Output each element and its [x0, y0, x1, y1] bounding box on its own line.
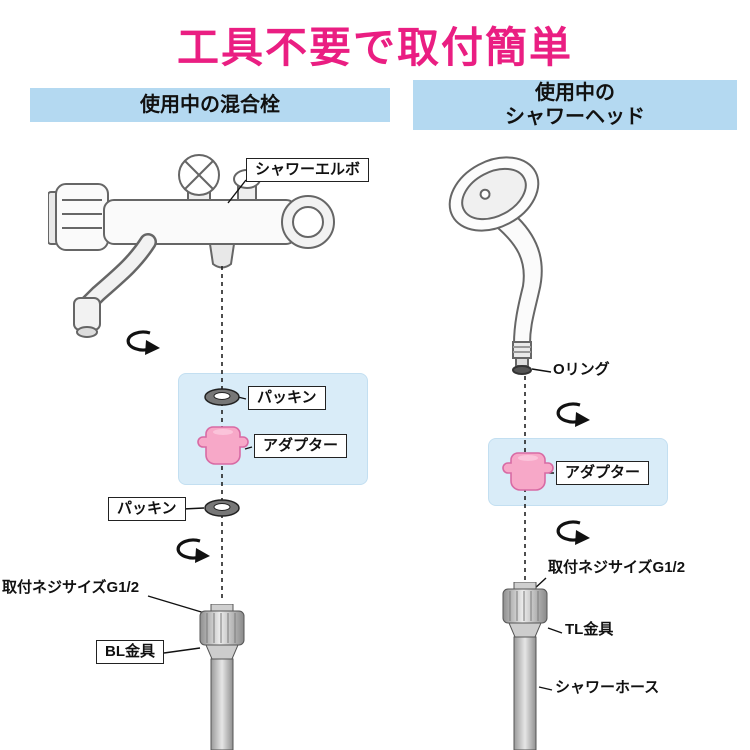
faucet-outlet: [73, 297, 101, 331]
adapter-illustration-left: [197, 426, 249, 465]
hose-fitting-right-illustration: [502, 582, 548, 750]
shower-hose-right: [513, 636, 537, 750]
label-packing-top: パッキン: [248, 386, 326, 410]
right-column-header: 使用中の シャワーヘッド: [413, 80, 737, 130]
mixing-faucet-illustration: [48, 154, 335, 338]
label-adapter-right: アダプター: [556, 461, 650, 485]
rotate-arrow-icon: [556, 402, 590, 427]
packing-ring-top-illustration: [204, 388, 240, 406]
label-o-ring: Oリング: [553, 361, 610, 378]
rotate-arrow-icon: [176, 538, 210, 563]
left-header-label: 使用中の混合栓: [140, 94, 280, 116]
shower-elbow-part: [208, 243, 236, 269]
label-adapter-left: アダプター: [254, 434, 348, 458]
shower-head-connector: [512, 341, 532, 359]
label-tl-fitting: TL金具: [565, 621, 614, 638]
faucet-body: [103, 199, 297, 245]
label-shower-elbow: シャワーエルボ: [246, 158, 370, 182]
page-title: 工具不要で取付簡単: [176, 24, 573, 71]
faucet-spout: [81, 235, 155, 311]
label-packing-bottom: パッキン: [108, 497, 186, 521]
shower-hose-left: [210, 658, 234, 750]
label-screw-size-right: 取付ネジサイズG1/2: [548, 559, 686, 576]
hose-fitting-left-illustration: [199, 604, 245, 750]
rotate-arrow-icon: [556, 520, 590, 545]
shower-head-illustration: [448, 156, 543, 375]
label-bl-fitting: BL金具: [96, 640, 164, 664]
faucet-temp-handle: [55, 183, 109, 251]
right-header-label-line2: シャワーヘッド: [505, 106, 645, 128]
packing-ring-bottom-illustration: [204, 499, 240, 517]
o-ring-part: [512, 365, 532, 375]
shower-head-handle: [496, 216, 543, 345]
right-header-label-line1: 使用中の: [535, 82, 615, 104]
adapter-illustration-right: [502, 452, 554, 491]
left-column-header: 使用中の混合栓: [30, 88, 390, 122]
label-shower-hose: シャワーホース: [555, 679, 660, 696]
rotate-arrow-icon: [126, 330, 160, 355]
label-screw-size-left: 取付ネジサイズG1/2: [2, 579, 140, 596]
